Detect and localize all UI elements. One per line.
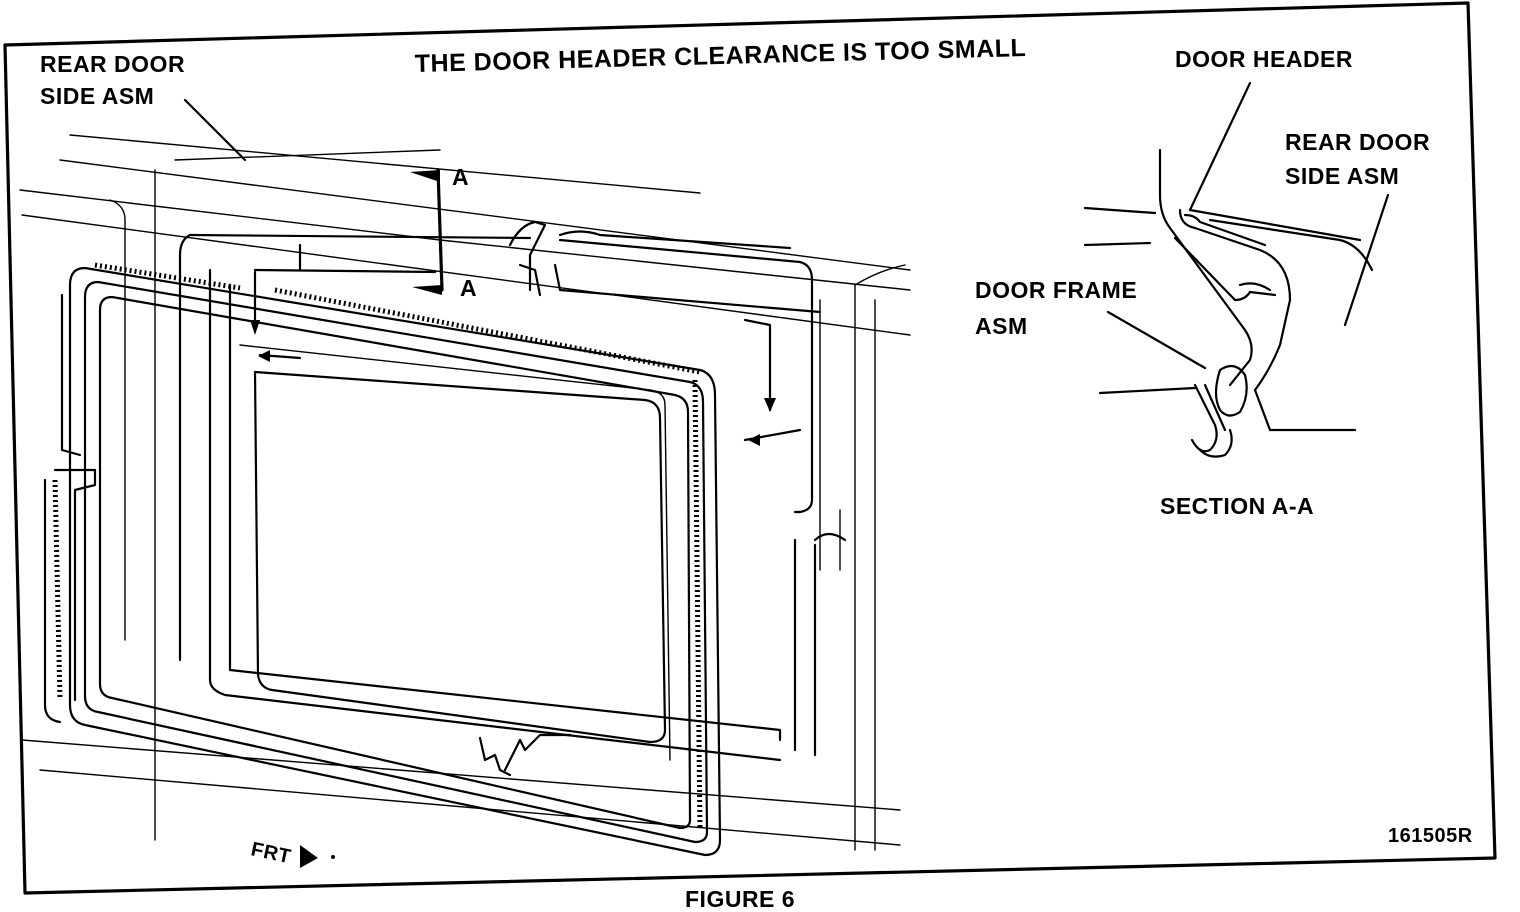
front-dot-icon (331, 855, 335, 859)
main-rear-door-label-line2: SIDE ASM (40, 83, 154, 109)
door-frame-label-line1: DOOR FRAME (975, 277, 1137, 303)
door-header-label: DOOR HEADER (1175, 46, 1353, 72)
section-marker-top: A (452, 164, 469, 190)
section-rear-door-label-line1: REAR DOOR (1285, 129, 1430, 155)
figure-title: THE DOOR HEADER CLEARANCE IS TOO SMALL (414, 34, 1026, 78)
front-arrow-icon (300, 845, 318, 868)
front-indicator-label: FRT (249, 838, 293, 868)
section-a-a-label: SECTION A-A (1160, 493, 1314, 519)
figure-caption: FIGURE 6 (685, 886, 795, 912)
rear-door-leader (183, 98, 247, 162)
section-rear-door-label-line2: SIDE ASM (1285, 163, 1399, 189)
section-marker-bottom: A (460, 275, 477, 301)
main-rear-door-label-line1: REAR DOOR (40, 51, 185, 77)
figure-border (3, 1, 1497, 895)
main-door-view (19, 134, 911, 857)
reference-number: 161505R (1388, 825, 1473, 847)
door-frame-label-line2: ASM (975, 313, 1028, 339)
section-a-a-view (1083, 81, 1390, 458)
